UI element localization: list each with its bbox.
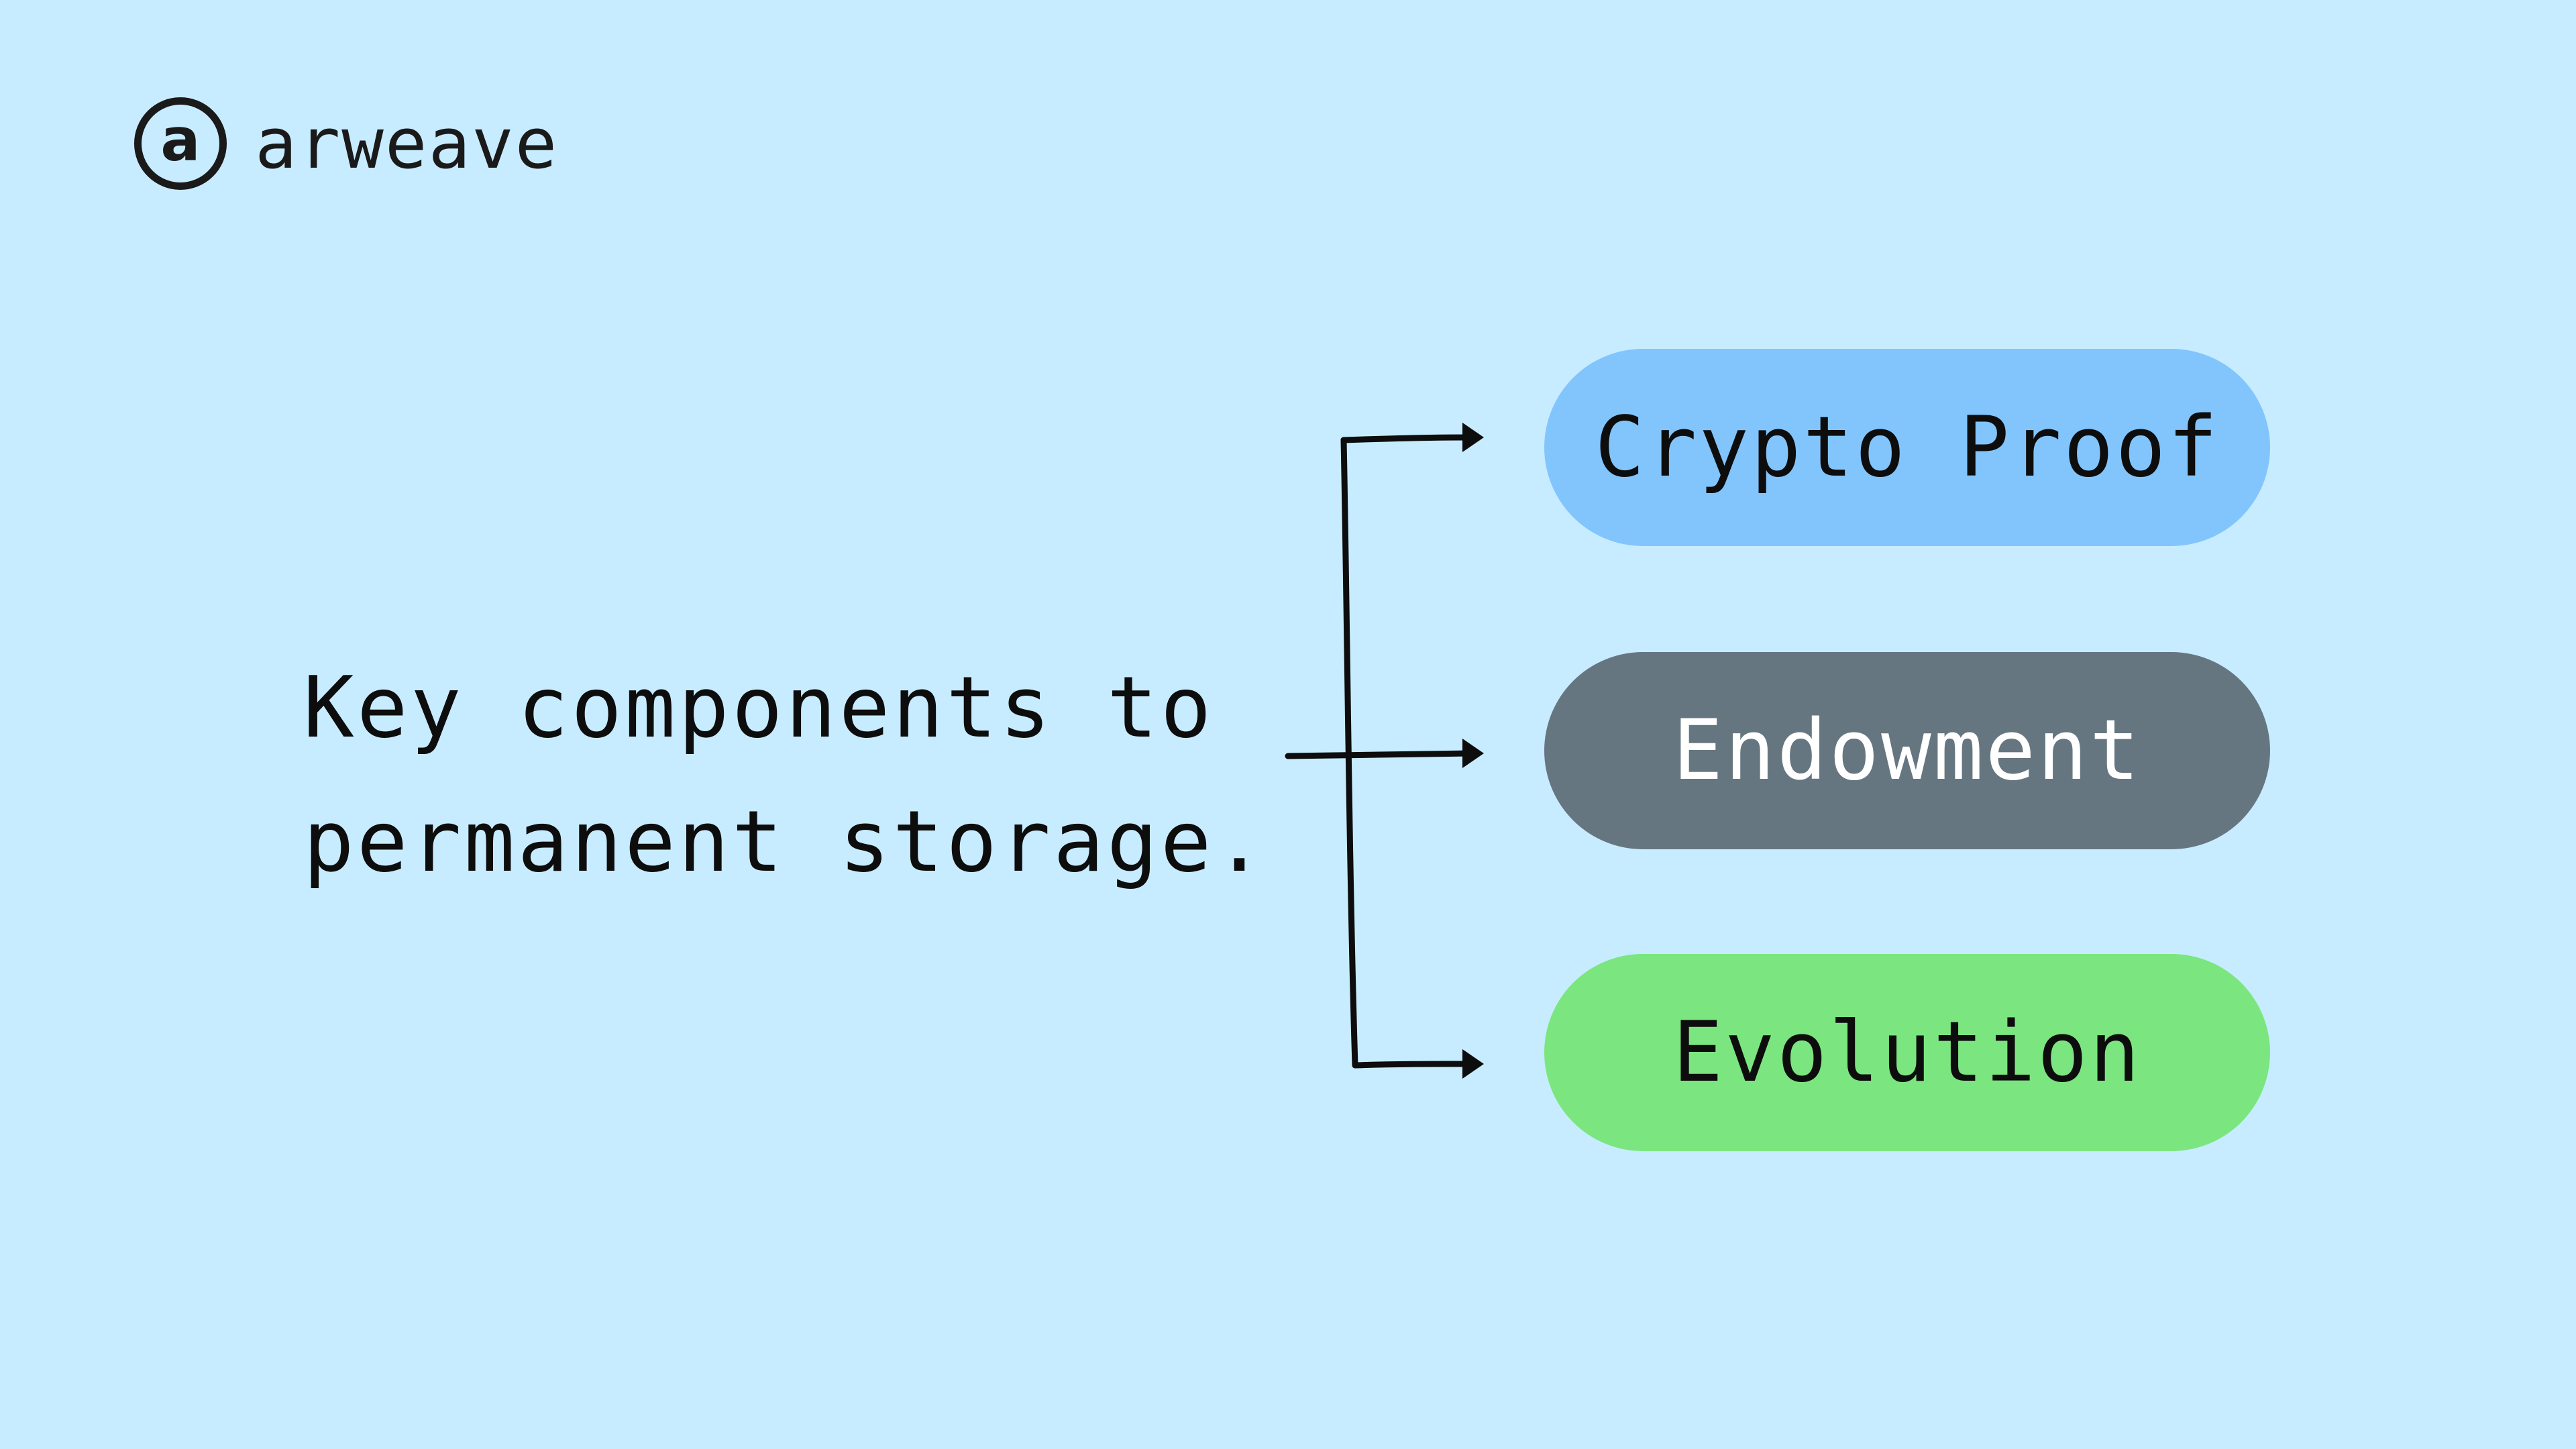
component-crypto-proof: Crypto Proof — [1544, 349, 2270, 546]
page-heading: Key components to permanent storage. — [303, 641, 1267, 909]
component-evolution: Evolution — [1544, 954, 2270, 1151]
brand-name: arweave — [255, 103, 559, 184]
brand-logo: a arweave — [134, 97, 558, 190]
arrowhead-bottom — [1462, 1049, 1484, 1079]
heading-line-1: Key components to — [303, 658, 1214, 757]
arrowhead-top — [1462, 423, 1484, 452]
arrow-line-top — [1340, 434, 1472, 443]
arweave-logo-icon: a — [134, 97, 227, 190]
heading-line-2: permanent storage. — [303, 792, 1268, 891]
arrowhead-middle — [1462, 739, 1484, 768]
bracket-vertical-line — [1340, 437, 1358, 1069]
logo-letter: a — [160, 105, 201, 174]
component-endowment: Endowment — [1544, 652, 2270, 849]
arrow-line-bottom — [1352, 1061, 1472, 1069]
arrow-line-middle — [1285, 750, 1472, 759]
